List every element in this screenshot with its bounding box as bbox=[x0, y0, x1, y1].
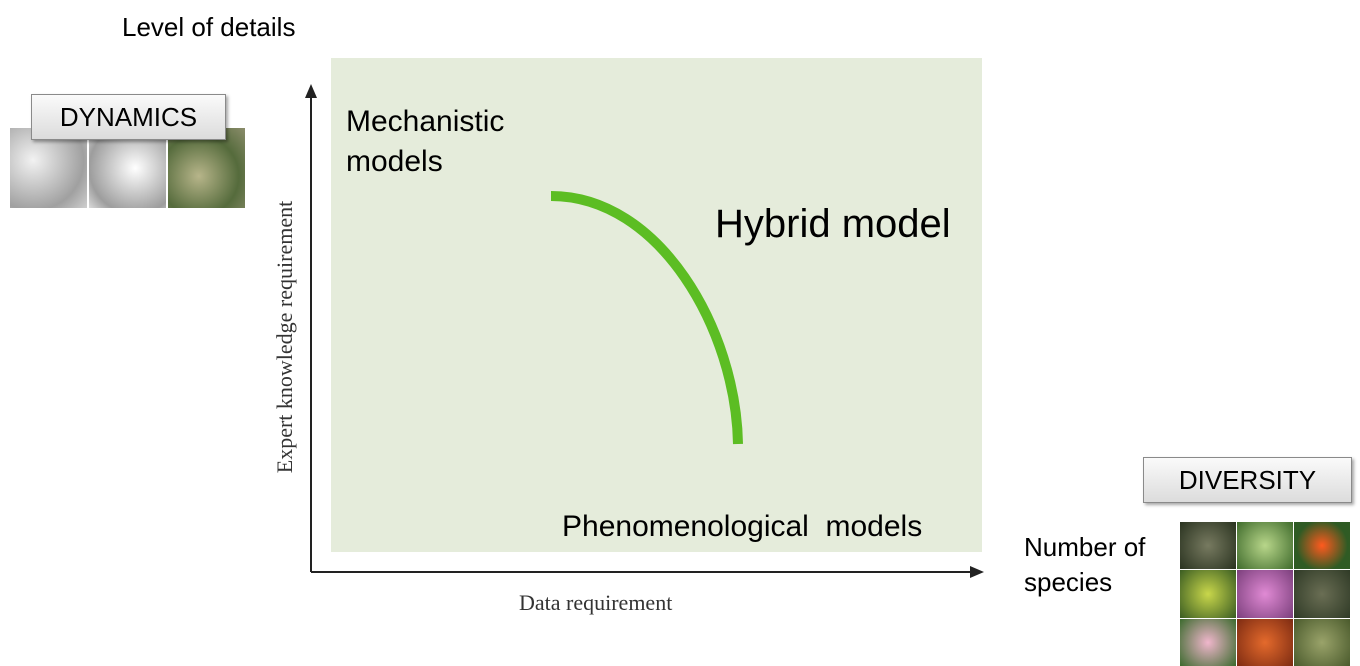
species-photo bbox=[1237, 570, 1293, 618]
y-axis-label: Expert knowledge requirement bbox=[272, 200, 297, 474]
aerial-photo-1 bbox=[10, 128, 87, 208]
species-photo bbox=[1237, 522, 1293, 570]
hybrid-model-label: Hybrid model bbox=[715, 202, 951, 246]
species-photo bbox=[1180, 522, 1236, 570]
number-of-species-label: Number of species bbox=[1024, 530, 1145, 600]
diversity-box: DIVERSITY bbox=[1143, 457, 1352, 503]
plot-area bbox=[331, 58, 982, 552]
species-photo bbox=[1294, 618, 1350, 666]
species-photo bbox=[1237, 618, 1293, 666]
x-axis-arrowhead bbox=[970, 566, 984, 578]
dynamics-box: DYNAMICS bbox=[31, 94, 226, 140]
tradeoff-curve bbox=[550, 191, 743, 445]
aerial-photo-3 bbox=[168, 128, 245, 208]
species-photo bbox=[1294, 570, 1350, 618]
number-of-species-line-1: Number of bbox=[1024, 532, 1146, 562]
species-photo-grid bbox=[1180, 522, 1350, 666]
species-photo bbox=[1294, 522, 1350, 570]
number-of-species-line-2: species bbox=[1024, 567, 1113, 597]
phenomenological-models-label: Phenomenological models bbox=[562, 510, 923, 543]
species-photo bbox=[1180, 618, 1236, 666]
mechanistic-models-label: Mechanistic models bbox=[346, 102, 504, 182]
mechanistic-line-1: Mechanistic bbox=[346, 105, 505, 138]
mechanistic-line-2: models bbox=[346, 145, 443, 178]
level-of-details-label: Level of details bbox=[122, 12, 296, 42]
dynamics-photo-strip bbox=[10, 128, 245, 208]
y-axis-arrowhead bbox=[305, 84, 317, 98]
aerial-photo-2 bbox=[89, 128, 166, 208]
x-axis-label: Data requirement bbox=[519, 590, 673, 615]
species-photo bbox=[1180, 570, 1236, 618]
